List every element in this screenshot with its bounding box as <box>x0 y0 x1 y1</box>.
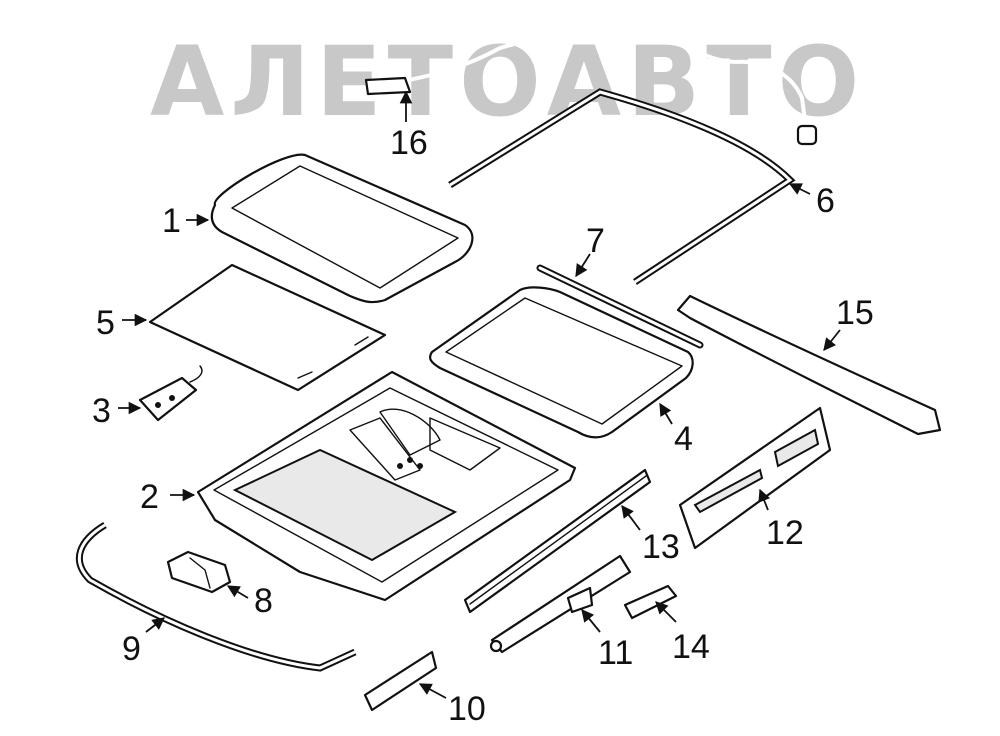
callout-11: 11 <box>598 634 633 672</box>
callout-3: 3 <box>92 392 111 430</box>
part-4-frame-seal <box>429 286 694 439</box>
callout-8: 8 <box>254 582 273 620</box>
part-6-seal <box>448 88 796 285</box>
part-5-sunshade <box>148 263 387 392</box>
callout-2: 2 <box>140 478 159 516</box>
callout-15: 15 <box>836 294 874 332</box>
callout-9: 9 <box>122 630 141 668</box>
leader-7 <box>575 253 591 278</box>
part-13-guide-rail <box>463 468 652 614</box>
leader-11 <box>581 609 601 633</box>
hose-end <box>364 76 412 96</box>
part-16-drain-hose <box>364 31 818 146</box>
callout-7: 7 <box>586 222 605 260</box>
callout-10: 10 <box>448 690 486 728</box>
callout-12: 12 <box>766 514 804 552</box>
callout-13: 13 <box>642 528 680 566</box>
leader-8 <box>226 585 249 599</box>
part-9-deflector <box>75 521 357 672</box>
callout-14: 14 <box>672 628 710 666</box>
watermark-text: АЛЕТОАВТО <box>150 26 865 138</box>
callout-5: 5 <box>96 304 115 342</box>
callout-6: 6 <box>816 182 835 220</box>
part-11-track <box>489 554 632 654</box>
leader-9 <box>145 617 165 633</box>
callout-16: 16 <box>390 124 428 162</box>
leader-lines <box>118 90 841 699</box>
part-7-seal-strip <box>536 264 704 349</box>
callout-1: 1 <box>162 202 181 240</box>
callout-4: 4 <box>674 420 693 458</box>
part-12-bracket <box>678 406 832 550</box>
part-10-bracket <box>363 650 438 712</box>
hose-fitting <box>796 124 818 146</box>
part-3-motor <box>138 365 203 422</box>
leader-13 <box>621 504 641 531</box>
part-15-rail-trim <box>676 294 942 436</box>
part-1-glass-panel <box>210 153 474 304</box>
part-2-roof-frame <box>196 370 577 602</box>
part-8-bracket <box>166 550 232 594</box>
leader-15 <box>823 329 841 351</box>
leader-14 <box>655 601 677 623</box>
callout-labels: 1 2 3 4 5 6 7 8 9 10 11 12 13 14 15 16 <box>92 124 874 728</box>
leader-10 <box>418 683 447 699</box>
leader-6 <box>788 183 811 195</box>
leader-12 <box>758 488 771 511</box>
leader-4 <box>659 402 673 425</box>
watermark: АЛЕТОАВТО <box>150 26 865 138</box>
part-14-block <box>623 584 678 620</box>
